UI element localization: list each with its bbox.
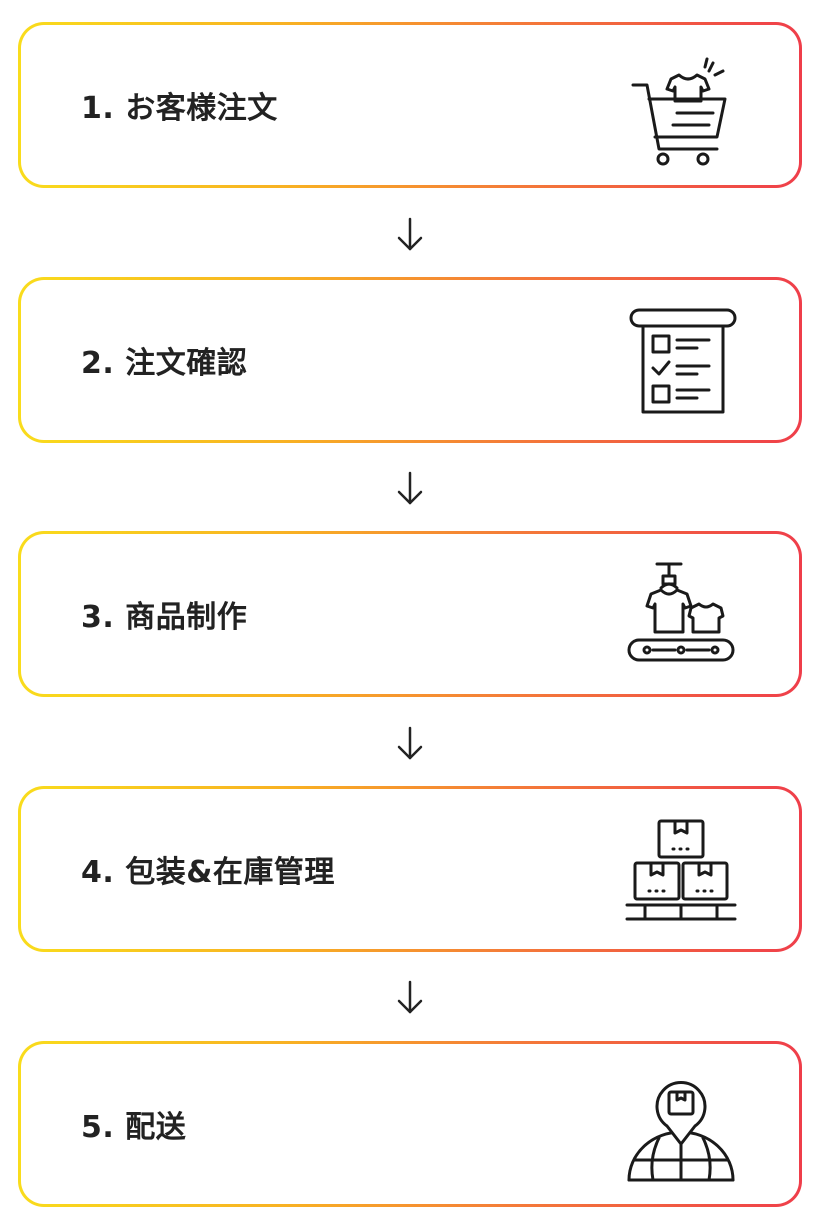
step-card-production: 3. 商品制作 (18, 531, 802, 697)
step-card-order: 1. お客様注文 (18, 22, 802, 188)
step-card-packaging: 4. 包装&在庫管理 (18, 786, 802, 952)
checklist-icon (621, 304, 741, 424)
global-delivery-icon (621, 1068, 741, 1188)
stacked-boxes-icon (621, 813, 741, 933)
step-label: 3. 商品制作 (81, 600, 248, 635)
step-label: 4. 包装&在庫管理 (81, 855, 335, 890)
down-arrow-icon (394, 979, 426, 1017)
step-label: 2. 注文確認 (81, 346, 248, 381)
step-card-confirm: 2. 注文確認 (18, 277, 802, 443)
down-arrow-icon (394, 470, 426, 508)
down-arrow-icon (394, 725, 426, 763)
step-label: 1. お客様注文 (81, 91, 278, 126)
shopping-cart-icon (621, 49, 741, 169)
down-arrow-icon (394, 216, 426, 254)
production-conveyor-icon (621, 558, 741, 678)
step-label: 5. 配送 (81, 1110, 187, 1145)
step-card-delivery: 5. 配送 (18, 1041, 802, 1207)
